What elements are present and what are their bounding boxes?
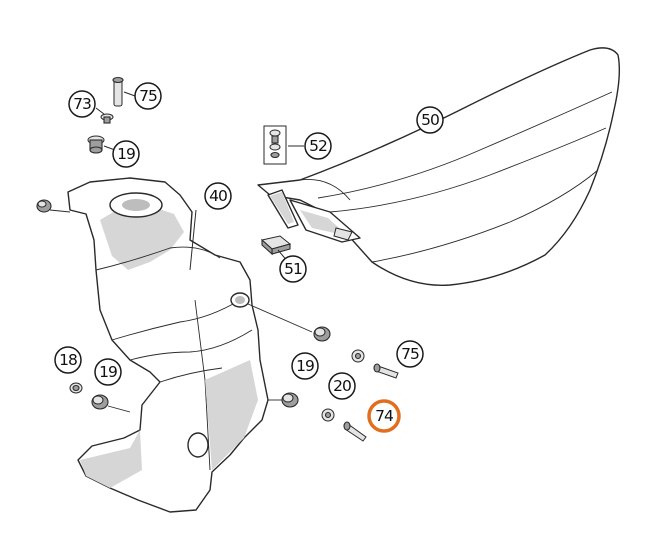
callout-20-label: 20 bbox=[333, 377, 351, 395]
callout-50-label: 50 bbox=[421, 111, 439, 129]
clip-51-part[interactable] bbox=[260, 235, 292, 256]
bolt-75-upper[interactable] bbox=[112, 76, 124, 107]
callout-74-highlighted[interactable]: 74 bbox=[367, 399, 401, 433]
callout-19-lower-right: 19 bbox=[291, 352, 319, 380]
bolt-75-lower[interactable] bbox=[373, 363, 399, 379]
callout-75-lower: 75 bbox=[396, 340, 424, 368]
callout-52-label: 52 bbox=[309, 137, 327, 155]
grommet-right-mid[interactable] bbox=[247, 303, 331, 342]
grommet-19-lower-left[interactable] bbox=[91, 394, 131, 413]
bolt-74[interactable] bbox=[343, 421, 367, 442]
callout-19-lower-left: 19 bbox=[94, 358, 122, 386]
washer-73[interactable] bbox=[100, 113, 114, 124]
side-cover-part[interactable] bbox=[67, 177, 269, 513]
callout-75-upper-label: 75 bbox=[139, 87, 157, 105]
callout-75-lower-label: 75 bbox=[401, 345, 419, 363]
callout-20: 20 bbox=[328, 372, 356, 400]
callout-19-lower-right-label: 19 bbox=[296, 357, 314, 375]
washer-20-upper[interactable] bbox=[351, 349, 365, 363]
seat-part[interactable] bbox=[257, 47, 621, 287]
callout-19-upper: 19 bbox=[112, 140, 140, 168]
callout-50: 50 bbox=[416, 106, 444, 134]
callout-18: 18 bbox=[54, 346, 82, 374]
callout-40: 40 bbox=[204, 182, 232, 210]
grommet-left[interactable] bbox=[36, 199, 71, 213]
grommet-19-lower-right[interactable] bbox=[268, 392, 299, 408]
spacer-18[interactable] bbox=[69, 382, 83, 394]
callout-73: 73 bbox=[68, 90, 96, 118]
callout-75-upper: 75 bbox=[134, 82, 162, 110]
callout-19-lower-left-label: 19 bbox=[99, 363, 117, 381]
grommet-19-upper[interactable] bbox=[87, 135, 105, 154]
callout-18-label: 18 bbox=[59, 351, 77, 369]
callout-74-label: 74 bbox=[375, 407, 393, 425]
washer-20-lower[interactable] bbox=[321, 408, 335, 422]
callout-19-upper-label: 19 bbox=[117, 145, 135, 163]
callout-73-label: 73 bbox=[73, 95, 91, 113]
callout-52: 52 bbox=[304, 132, 332, 160]
callout-51: 51 bbox=[279, 255, 307, 283]
hardware-52-group[interactable] bbox=[263, 125, 287, 165]
callout-51-label: 51 bbox=[284, 260, 302, 278]
callout-40-label: 40 bbox=[209, 187, 227, 205]
